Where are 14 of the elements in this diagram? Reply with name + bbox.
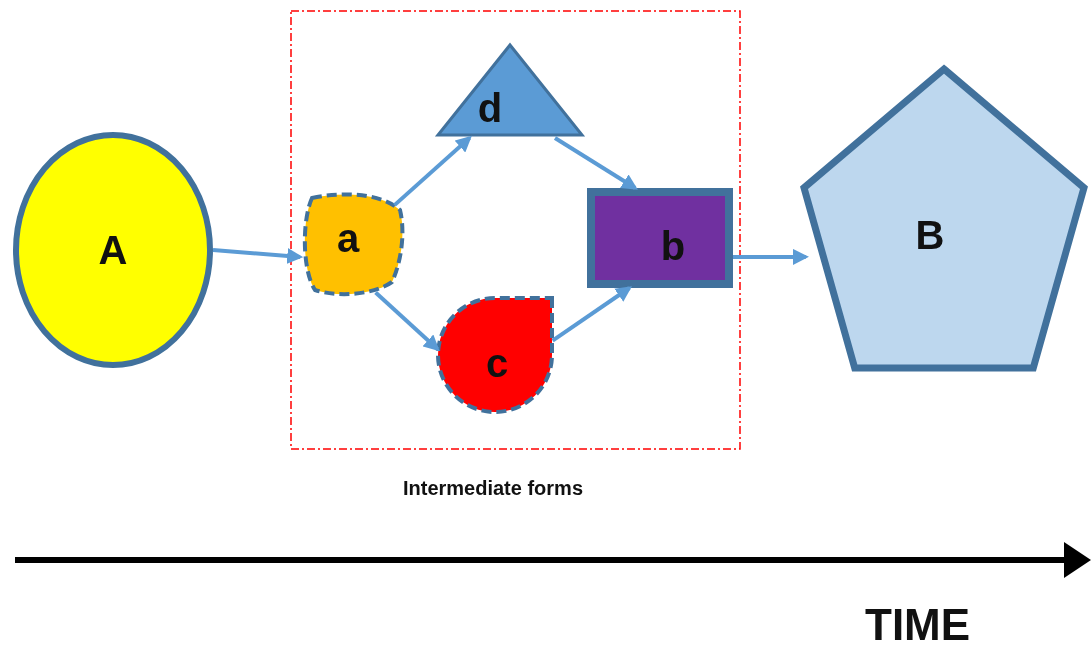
node-label: b: [660, 223, 686, 269]
node-label: c: [485, 340, 509, 386]
axis-label: TIME: [865, 600, 971, 650]
arrow: [553, 136, 638, 190]
node-label: a: [336, 215, 360, 261]
arrow: [393, 135, 472, 207]
arrow: [212, 247, 304, 264]
arrow: [374, 291, 440, 352]
node-label: A: [98, 227, 128, 273]
arrow: [551, 286, 632, 343]
arrow: [733, 248, 809, 265]
group-caption: Intermediate forms: [402, 476, 584, 500]
node-label: B: [915, 212, 945, 258]
node-label: d: [477, 85, 503, 131]
